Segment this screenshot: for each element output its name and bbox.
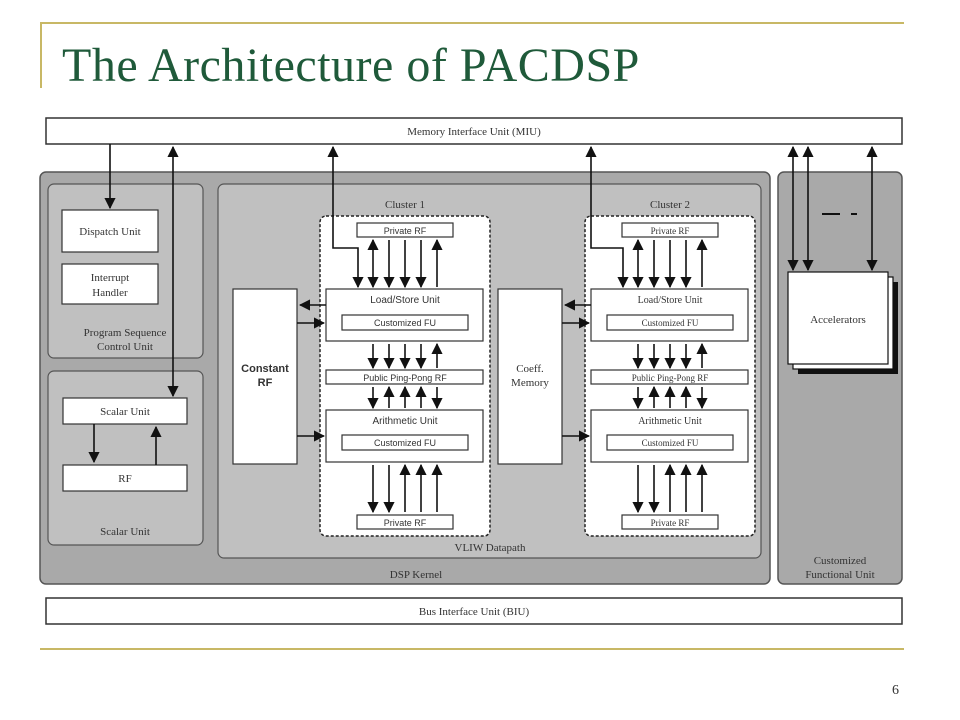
dispatch-unit-box xyxy=(61,209,159,253)
cluster1-private-rf-top-label: Private RF xyxy=(384,226,427,236)
cluster2-private-rf-top-label: Private RF xyxy=(651,226,690,236)
cluster2-arithmetic-label: Arithmetic Unit xyxy=(638,416,702,427)
interrupt-handler-box xyxy=(61,263,159,305)
constant-rf-line1: Constant xyxy=(241,363,289,375)
customized-functional-unit-line2: Functional Unit xyxy=(805,569,874,581)
vliw-datapath-label: VLIW Datapath xyxy=(455,542,526,554)
decorative-bottom-rule xyxy=(40,648,904,650)
biu-label: Bus Interface Unit (BIU) xyxy=(419,606,530,618)
cluster2-ping-pong-label: Public Ping-Pong RF xyxy=(632,373,709,383)
customized-functional-unit-line1: Customized xyxy=(814,555,867,567)
coeff-memory-box xyxy=(497,288,563,465)
cluster1-private-rf-bottom-label: Private RF xyxy=(384,518,427,528)
slide-title: The Architecture of PACDSP xyxy=(62,39,640,92)
cluster1-ping-pong-label: Public Ping-Pong RF xyxy=(363,373,447,383)
cluster1-customized-fu-1-label: Customized FU xyxy=(374,318,436,328)
cluster2-ping-pong-box xyxy=(590,369,749,385)
cluster1-customized-fu-2-label: Customized FU xyxy=(374,438,436,448)
dsp-kernel-label: DSP Kernel xyxy=(390,569,442,581)
rf-label: RF xyxy=(118,473,131,485)
dispatch-unit-label: Dispatch Unit xyxy=(79,226,140,238)
cluster1-load-store-label: Load/Store Unit xyxy=(370,295,440,306)
miu-label: Memory Interface Unit (MIU) xyxy=(407,126,541,138)
accelerators-box xyxy=(787,271,889,365)
customized-functional-unit-box xyxy=(777,171,903,585)
cluster1-label: Cluster 1 xyxy=(385,199,425,211)
cluster1-ping-pong-box xyxy=(325,369,484,385)
cluster2-private-rf-bottom xyxy=(621,514,719,530)
accelerators-label: Accelerators xyxy=(810,314,866,326)
interrupt-handler-line1: Interrupt xyxy=(91,272,129,284)
cluster2-customized-fu-2 xyxy=(606,434,734,451)
constant-rf-box xyxy=(232,288,298,465)
cluster1-customized-fu-2 xyxy=(341,434,469,451)
cluster2-customized-fu-1-label: Customized FU xyxy=(642,318,699,328)
coeff-memory-line1: Coeff. xyxy=(516,363,544,375)
cluster2-label: Cluster 2 xyxy=(650,199,690,211)
scalar-unit-box xyxy=(62,397,188,425)
slide-number: 6 xyxy=(892,683,899,698)
arrow-miu-cluster1 xyxy=(327,145,364,289)
program-sequence-line2: Control Unit xyxy=(97,341,153,353)
decorative-vertical-rule xyxy=(40,22,42,88)
cluster1-customized-fu-1 xyxy=(341,314,469,331)
scalar-unit-group-box xyxy=(47,370,204,546)
cluster2-customized-fu-1 xyxy=(606,314,734,331)
biu-bar xyxy=(45,597,903,625)
connection-arrows xyxy=(88,144,878,465)
constant-rf-line2: RF xyxy=(258,377,273,389)
interrupt-handler-line2: Handler xyxy=(92,287,128,299)
scalar-unit-group-label: Scalar Unit xyxy=(100,526,150,538)
cluster2-load-store-label: Load/Store Unit xyxy=(638,295,703,306)
scalar-unit-box-label: Scalar Unit xyxy=(100,406,150,418)
decorative-top-rule xyxy=(40,22,904,24)
cluster2-arrow-bundles xyxy=(632,238,708,514)
cluster1-private-rf-bottom xyxy=(356,514,454,530)
cluster2-customized-fu-2-label: Customized FU xyxy=(642,438,699,448)
cluster2-private-rf-bottom-label: Private RF xyxy=(651,518,690,528)
arrow-miu-cluster2 xyxy=(585,145,629,289)
coeff-memory-line2: Memory xyxy=(511,377,549,389)
cluster1-arithmetic-label: Arithmetic Unit xyxy=(372,416,437,427)
cluster1-arrow-bundles xyxy=(367,238,443,514)
miu-bar xyxy=(45,117,903,145)
program-sequence-line1: Program Sequence xyxy=(84,327,167,339)
rf-box xyxy=(62,464,188,492)
